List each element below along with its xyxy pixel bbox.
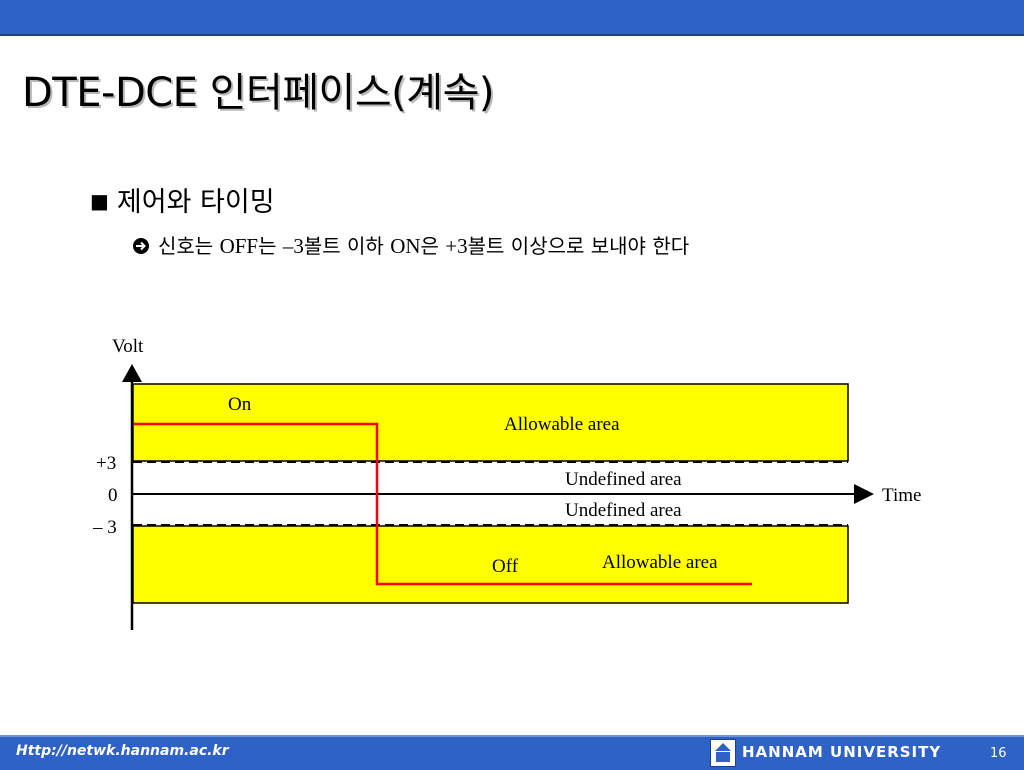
plus3-term: +3: [445, 234, 468, 258]
tick-minus3: – 3: [92, 517, 117, 538]
bullet-level2: 신호는 OFF는 –3볼트 이하 ON은 +3볼트 이상으로 보내야 한다: [132, 230, 689, 259]
text-part: 신호는: [158, 234, 220, 258]
on-term: ON: [390, 234, 421, 258]
x-axis-label: Time: [882, 485, 921, 506]
text-part: 는: [258, 234, 283, 258]
top-bar: [0, 0, 1024, 36]
off-term: OFF: [219, 234, 259, 258]
tick-zero: 0: [108, 485, 118, 506]
minus3-term: –3: [282, 234, 304, 258]
tick-plus3: +3: [96, 453, 116, 474]
allowable-area-top-label: Allowable area: [504, 414, 620, 435]
text-part: 볼트 이하: [303, 234, 391, 258]
volt-axis-arrow-icon: [122, 364, 142, 382]
footer-bar: Http://netwk.hannam.ac.kr HANNAM UNIVERS…: [0, 735, 1024, 770]
on-label: On: [228, 394, 252, 415]
allowable-area-top: [132, 383, 849, 462]
signal-line: [134, 422, 752, 586]
footer-university-name: HANNAM UNIVERSITY: [742, 743, 942, 761]
circled-arrow-icon: [132, 234, 150, 258]
y-axis-label: Volt: [112, 336, 144, 357]
footer-url-link[interactable]: Http://netwk.hannam.ac.kr: [16, 743, 229, 759]
allowable-area-bottom-label: Allowable area: [602, 552, 718, 573]
allowable-area-bottom: [132, 525, 849, 604]
slide-title: DTE-DCE 인터페이스(계속): [22, 70, 494, 116]
bullet-level1: ■ 제어와 타이밍: [90, 180, 275, 219]
off-label: Off: [492, 556, 519, 577]
square-bullet-icon: ■: [90, 189, 109, 213]
page-number: 16: [990, 746, 1007, 761]
undefined-area-top-label: Undefined area: [565, 469, 682, 490]
bullet-level1-text: 제어와 타이밍: [116, 187, 275, 218]
undefined-area-bottom-label: Undefined area: [565, 500, 682, 521]
university-logo-icon: [710, 739, 736, 767]
text-part: 은: [420, 234, 446, 258]
text-part: 볼트 이상으로 보내야 한다: [467, 234, 690, 258]
time-axis-arrow-icon: [854, 484, 874, 504]
